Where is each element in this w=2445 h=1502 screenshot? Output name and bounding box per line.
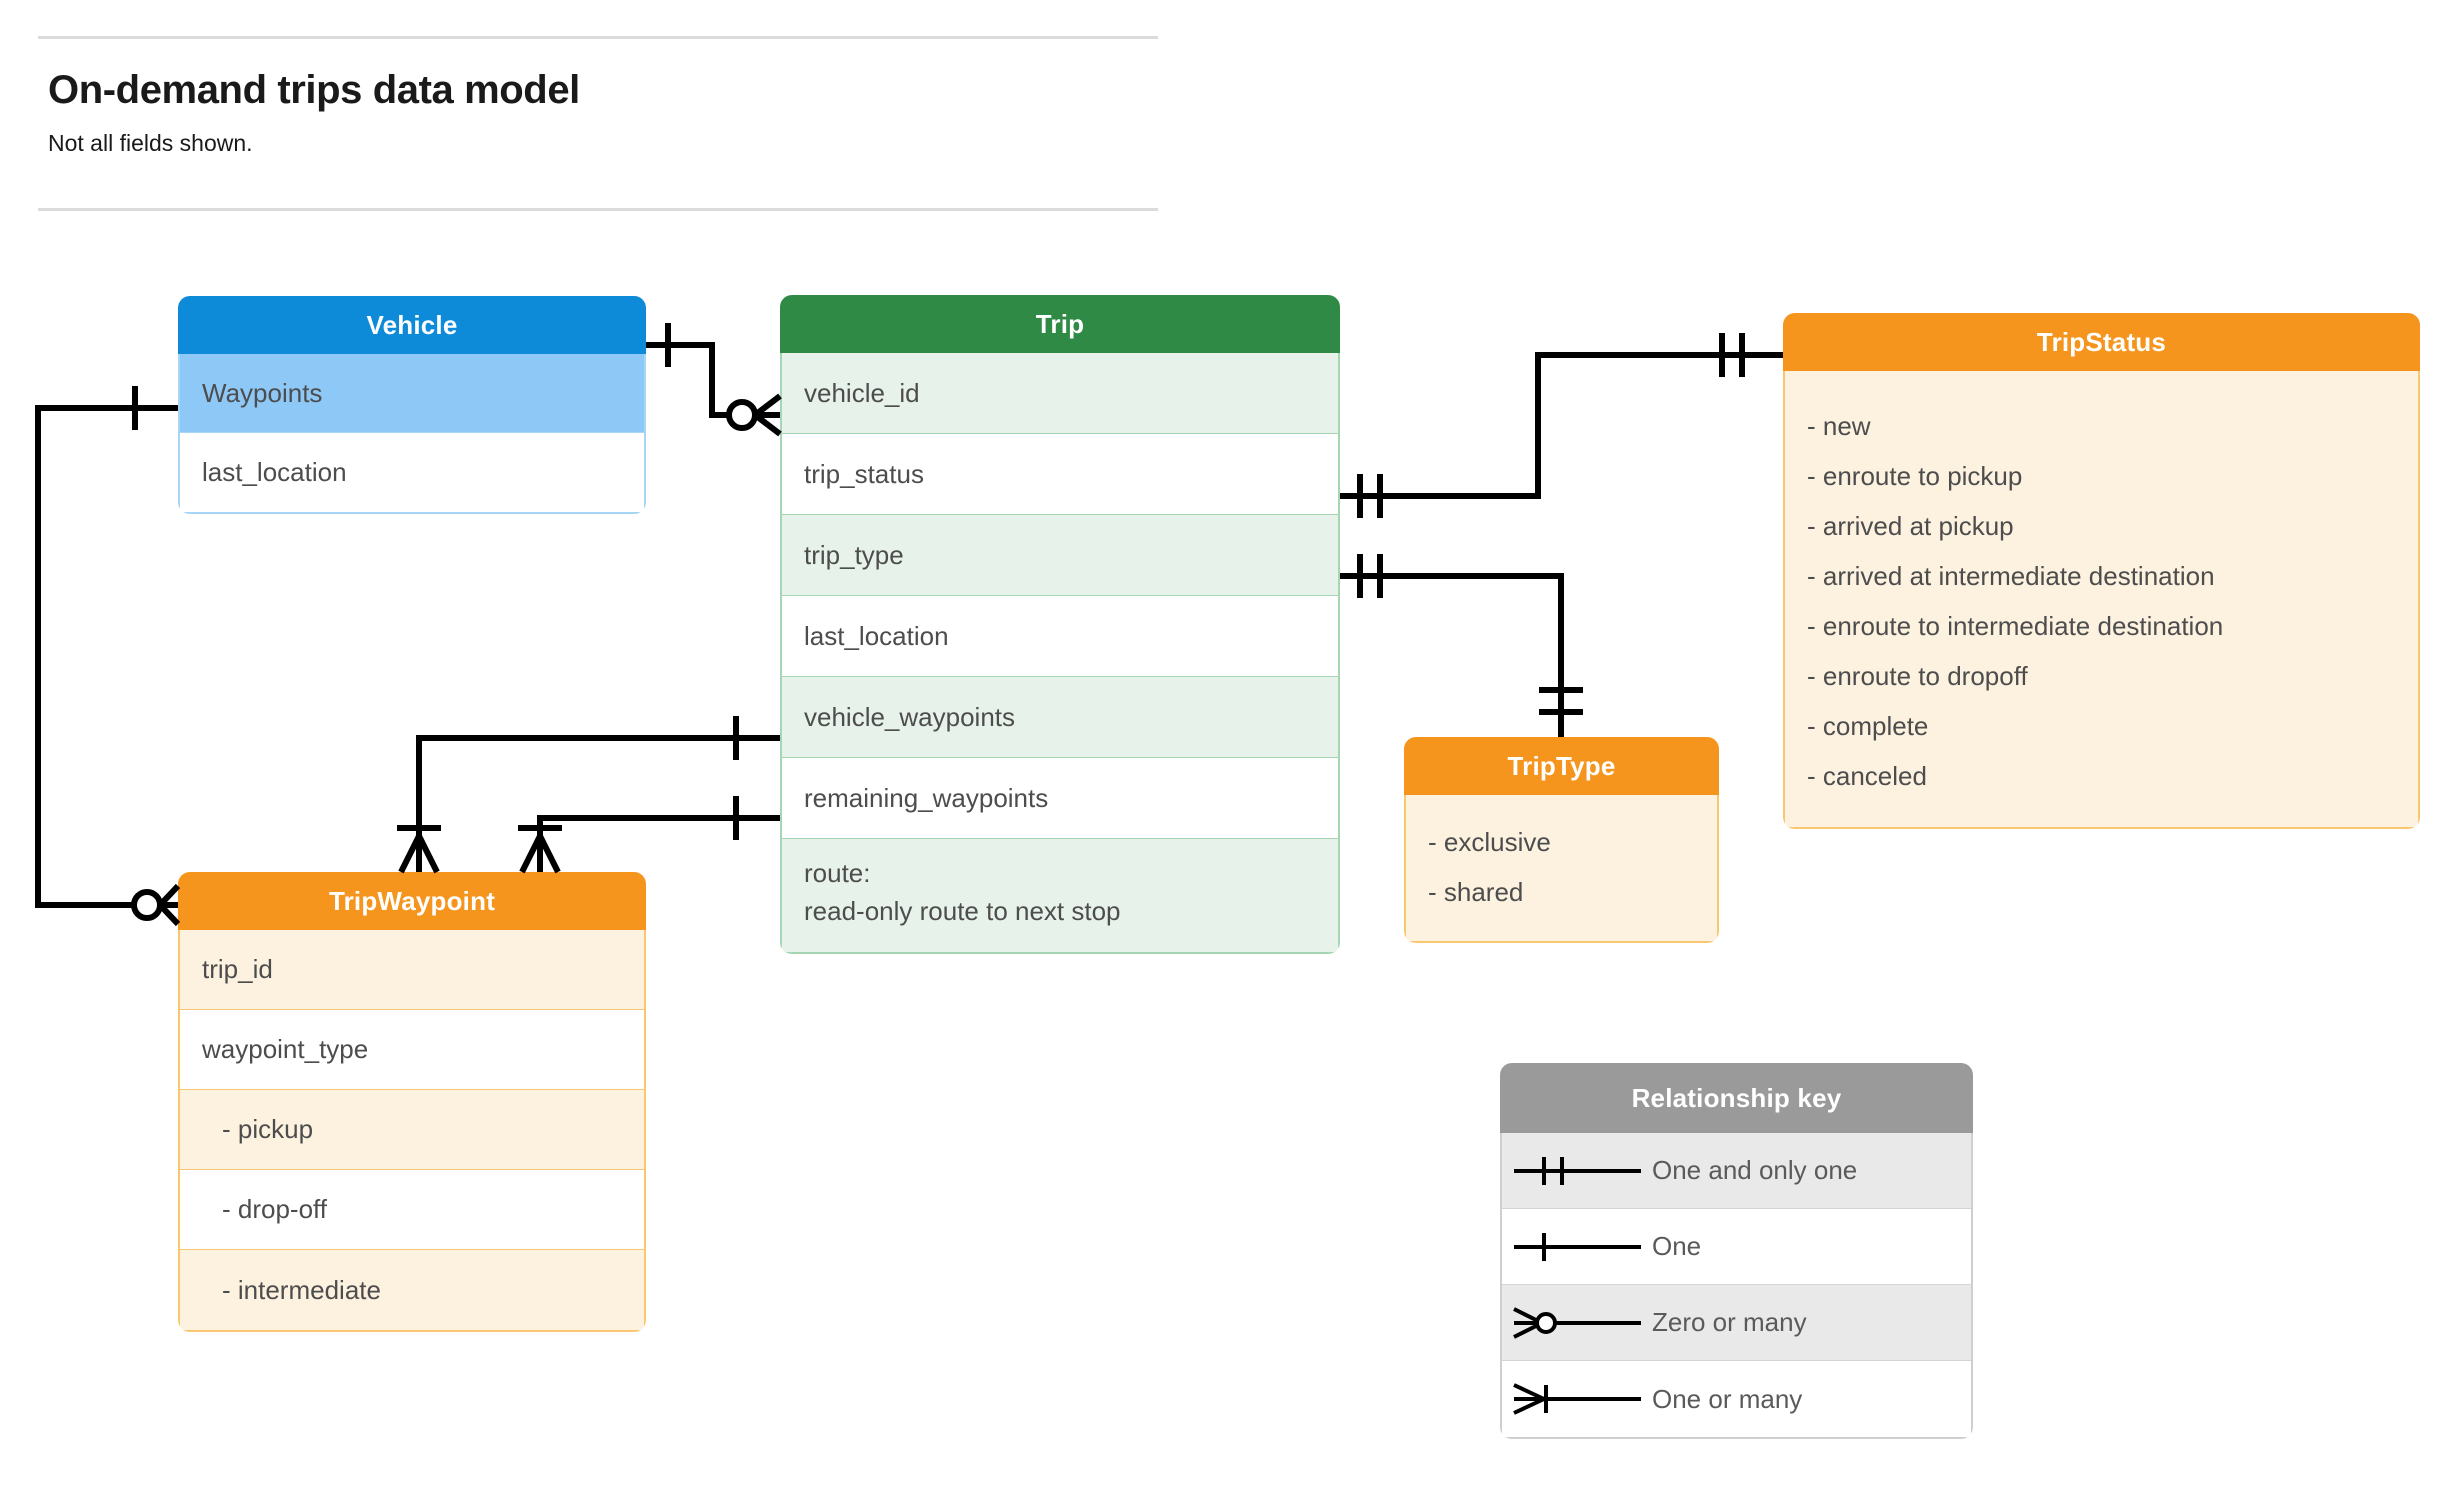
connector-vehicle-waypoints-to-tripwaypoint — [35, 386, 181, 927]
connector-trip-type-to-triptype — [1340, 554, 1583, 737]
enum-value-row: - canceled — [1807, 760, 1927, 791]
entity-tripwaypoint[interactable]: TripWaypoint trip_id waypoint_type - pic… — [178, 872, 646, 1332]
entity-vehicle-fields: Waypoints last_location — [178, 354, 646, 514]
page-title: On-demand trips data model — [48, 68, 580, 112]
enum-value-row: - shared — [1428, 876, 1524, 907]
connector-trip-status-to-tripstatus — [1340, 333, 1783, 518]
entity-triptype-values: - exclusive - shared — [1404, 795, 1719, 943]
page-subtitle: Not all fields shown. — [48, 130, 253, 156]
enum-value-row: - new — [1807, 410, 1871, 441]
entity-vehicle-title: Vehicle — [178, 296, 646, 354]
enum-value-row: - arrived at intermediate destination — [1807, 560, 2215, 591]
field-row: trip_type — [782, 515, 1338, 596]
field-row: trip_status — [782, 434, 1338, 515]
enum-value-row: - enroute to intermediate destination — [1807, 610, 2224, 641]
route-label: route: — [804, 858, 871, 888]
entity-tripwaypoint-title: TripWaypoint — [178, 872, 646, 930]
zero-or-many-icon — [1502, 1303, 1652, 1343]
legend-item-label: One — [1652, 1231, 1702, 1261]
field-row: trip_id — [180, 930, 644, 1010]
entity-vehicle[interactable]: Vehicle Waypoints last_location — [178, 296, 646, 514]
field-row: remaining_waypoints — [782, 758, 1338, 839]
legend-item-one-or-many: One or many — [1502, 1361, 1971, 1437]
entity-trip[interactable]: Trip vehicle_id trip_status trip_type la… — [780, 295, 1340, 954]
header-divider-bottom — [38, 208, 1158, 211]
relationship-key-legend[interactable]: Relationship key One and only one — [1500, 1063, 1973, 1439]
enum-value-row: - exclusive — [1428, 826, 1551, 857]
one-icon — [1502, 1227, 1652, 1267]
entity-tripwaypoint-fields: trip_id waypoint_type - pickup - drop-of… — [178, 930, 646, 1332]
enum-value-row: - enroute to pickup — [1807, 460, 2023, 491]
legend-title: Relationship key — [1500, 1063, 1973, 1133]
field-row: - pickup — [180, 1090, 644, 1170]
one-and-only-one-icon — [1502, 1151, 1652, 1191]
entity-tripstatus[interactable]: TripStatus - new - enroute to pickup - a… — [1783, 313, 2420, 829]
entity-tripstatus-title: TripStatus — [1783, 313, 2420, 371]
connector-vehicle-waypoints-field-to-tripwaypoint — [397, 716, 780, 874]
enum-value-row: - arrived at pickup — [1807, 510, 2014, 541]
field-row: - drop-off — [180, 1170, 644, 1250]
entity-trip-title: Trip — [780, 295, 1340, 353]
connector-remaining-waypoints-to-tripwaypoint — [518, 796, 780, 874]
legend-item-one: One — [1502, 1209, 1971, 1285]
field-row: last_location — [180, 433, 644, 512]
enum-value-row: - complete — [1807, 710, 1929, 741]
one-or-many-icon — [1502, 1379, 1652, 1419]
legend-item-one-and-only-one: One and only one — [1502, 1133, 1971, 1209]
field-row-route: route: read-only route to next stop — [782, 839, 1338, 952]
field-row: Waypoints — [180, 354, 644, 433]
connector-vehicle-to-trip — [646, 323, 782, 437]
legend-item-label: One or many — [1652, 1383, 1803, 1414]
entity-triptype[interactable]: TripType - exclusive - shared — [1404, 737, 1719, 943]
field-row: waypoint_type — [180, 1010, 644, 1090]
entity-triptype-title: TripType — [1404, 737, 1719, 795]
header-divider-top — [38, 36, 1158, 39]
field-row: - intermediate — [180, 1250, 644, 1330]
legend-item-label: Zero or many — [1652, 1307, 1807, 1337]
field-row: last_location — [782, 596, 1338, 677]
legend-rows: One and only one One — [1500, 1133, 1973, 1439]
field-row: vehicle_waypoints — [782, 677, 1338, 758]
field-row: vehicle_id — [782, 353, 1338, 434]
entity-tripstatus-values: - new - enroute to pickup - arrived at p… — [1783, 371, 2420, 829]
enum-value-row: - enroute to dropoff — [1807, 660, 2028, 691]
legend-item-label: One and only one — [1652, 1155, 1858, 1185]
entity-trip-fields: vehicle_id trip_status trip_type last_lo… — [780, 353, 1340, 954]
legend-item-zero-or-many: Zero or many — [1502, 1285, 1971, 1361]
route-description: read-only route to next stop — [804, 895, 1121, 926]
